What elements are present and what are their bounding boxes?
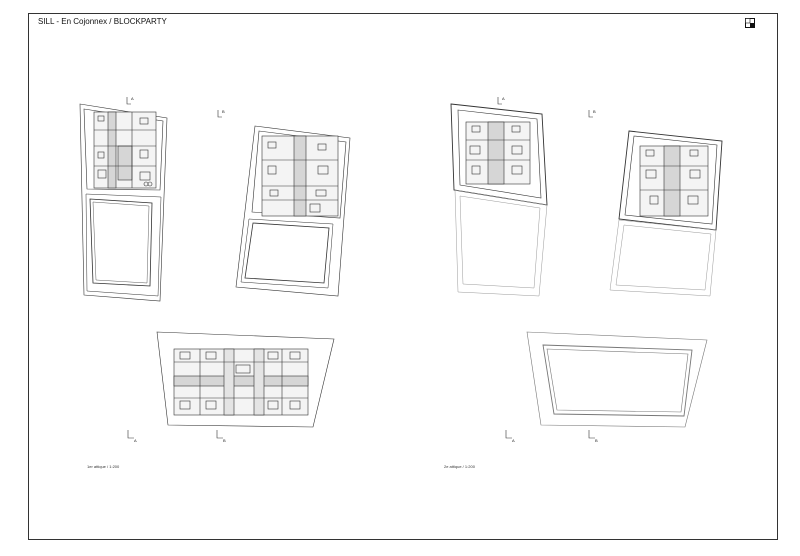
section-mark-b: B [223,438,226,443]
plan-1er-attique [79,97,351,439]
section-mark-a: A [131,96,134,101]
section-markers-left [126,97,223,439]
building-2-attic [618,130,723,231]
building-1-attic [450,103,548,206]
building-1-upper [79,103,168,302]
section-mark-a: A [502,96,505,101]
building-1-roof [85,193,162,297]
section-mark-b: B [595,438,598,443]
building-3-roof [526,331,708,428]
section-mark-b: B [222,109,225,114]
sheet-title: SILL - En Cojonnex / BLOCKPARTY [38,17,167,26]
section-mark-a: A [512,438,515,443]
building-1-lower-ghost [454,189,548,297]
section-markers-right [497,97,595,439]
caption-2e-attique: 2e attique / 1:200 [444,464,475,469]
section-mark-a: A [134,438,137,443]
building-2 [235,125,351,297]
section-mark-b: B [593,109,596,114]
drawing-sheet-frame [28,13,778,540]
building-3 [156,331,335,428]
building-2-lower-ghost [609,219,717,297]
quadrant-logo-icon [745,18,755,28]
caption-1er-attique: 1er attique / 1:200 [87,464,120,469]
plan-2e-attique [450,97,723,439]
